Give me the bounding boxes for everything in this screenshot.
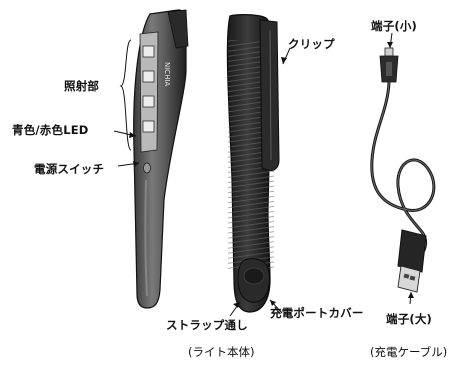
light-front-view: NICHIA — [133, 9, 189, 309]
label-clip: クリップ — [288, 37, 335, 51]
label-power-switch: 電源スイッチ — [34, 162, 105, 176]
caption-light-body: (ライト本体) — [188, 345, 255, 359]
label-charge-port-cover: 充電ポートカバー — [270, 306, 364, 320]
lighting-brace — [119, 39, 132, 151]
arrow-heads — [129, 42, 414, 308]
light-back-view — [226, 14, 280, 313]
label-terminal-large: 端子(大) — [386, 312, 433, 326]
label-terminal-small: 端子(小) — [371, 19, 418, 33]
led-array — [142, 45, 155, 133]
label-lighting: 照射部 — [64, 79, 100, 93]
charge-cable — [370, 47, 436, 293]
clip-part — [259, 19, 280, 171]
micro-connector — [384, 47, 394, 57]
label-strap-hole: ストラップ通し — [166, 318, 248, 332]
label-led: 青色/赤色LED — [12, 123, 89, 137]
caption-charge-cable: (充電ケーブル) — [370, 345, 448, 359]
power-switch-button — [143, 162, 151, 174]
usb-connector — [397, 265, 421, 293]
brand-mark: NICHIA — [163, 62, 171, 87]
